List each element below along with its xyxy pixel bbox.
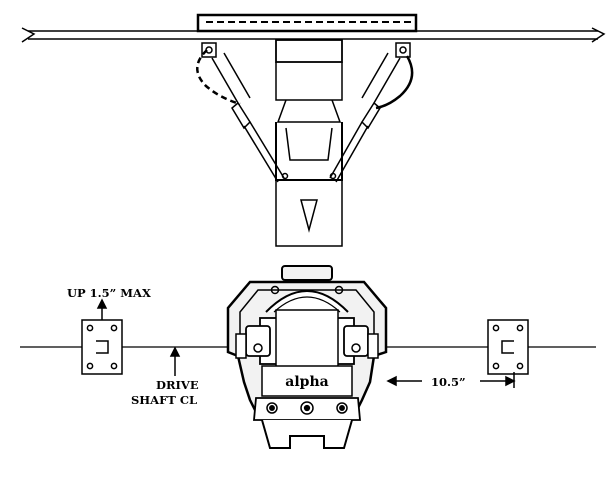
shaft-cl-label: SHAFT CL [131, 393, 197, 407]
right-trim-cylinder [329, 42, 414, 183]
front-view [20, 265, 596, 449]
right-mount-bracket [487, 319, 529, 375]
up-max-label: UP 1.5” MAX [67, 286, 151, 300]
labels: UP 1.5” MAX DRIVE SHAFT CL 10.5” alpha [67, 286, 466, 407]
gimbal-assembly-front [226, 265, 388, 449]
drive-label: DRIVE [156, 378, 199, 392]
brand-logo-text: alpha [285, 374, 328, 390]
top-view [21, 13, 606, 247]
gimbal-housing [275, 39, 343, 247]
up-arrow [96, 298, 108, 320]
left-trim-cylinder [196, 42, 285, 183]
dimension-arrow [386, 372, 516, 388]
transom-plate [196, 13, 418, 33]
left-mount-bracket [81, 319, 123, 375]
distance-label: 10.5” [431, 375, 466, 389]
drive-shaft-leader [169, 346, 181, 376]
